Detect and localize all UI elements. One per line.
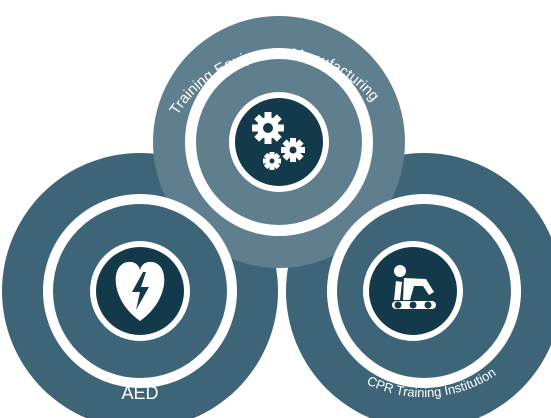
cpr-person-icon: [392, 265, 436, 309]
heart-lightning-icon: [115, 261, 165, 321]
gears-icon: [252, 112, 305, 170]
left-label: AED: [121, 383, 158, 403]
top-core: [235, 98, 323, 186]
right-core: [369, 247, 457, 335]
